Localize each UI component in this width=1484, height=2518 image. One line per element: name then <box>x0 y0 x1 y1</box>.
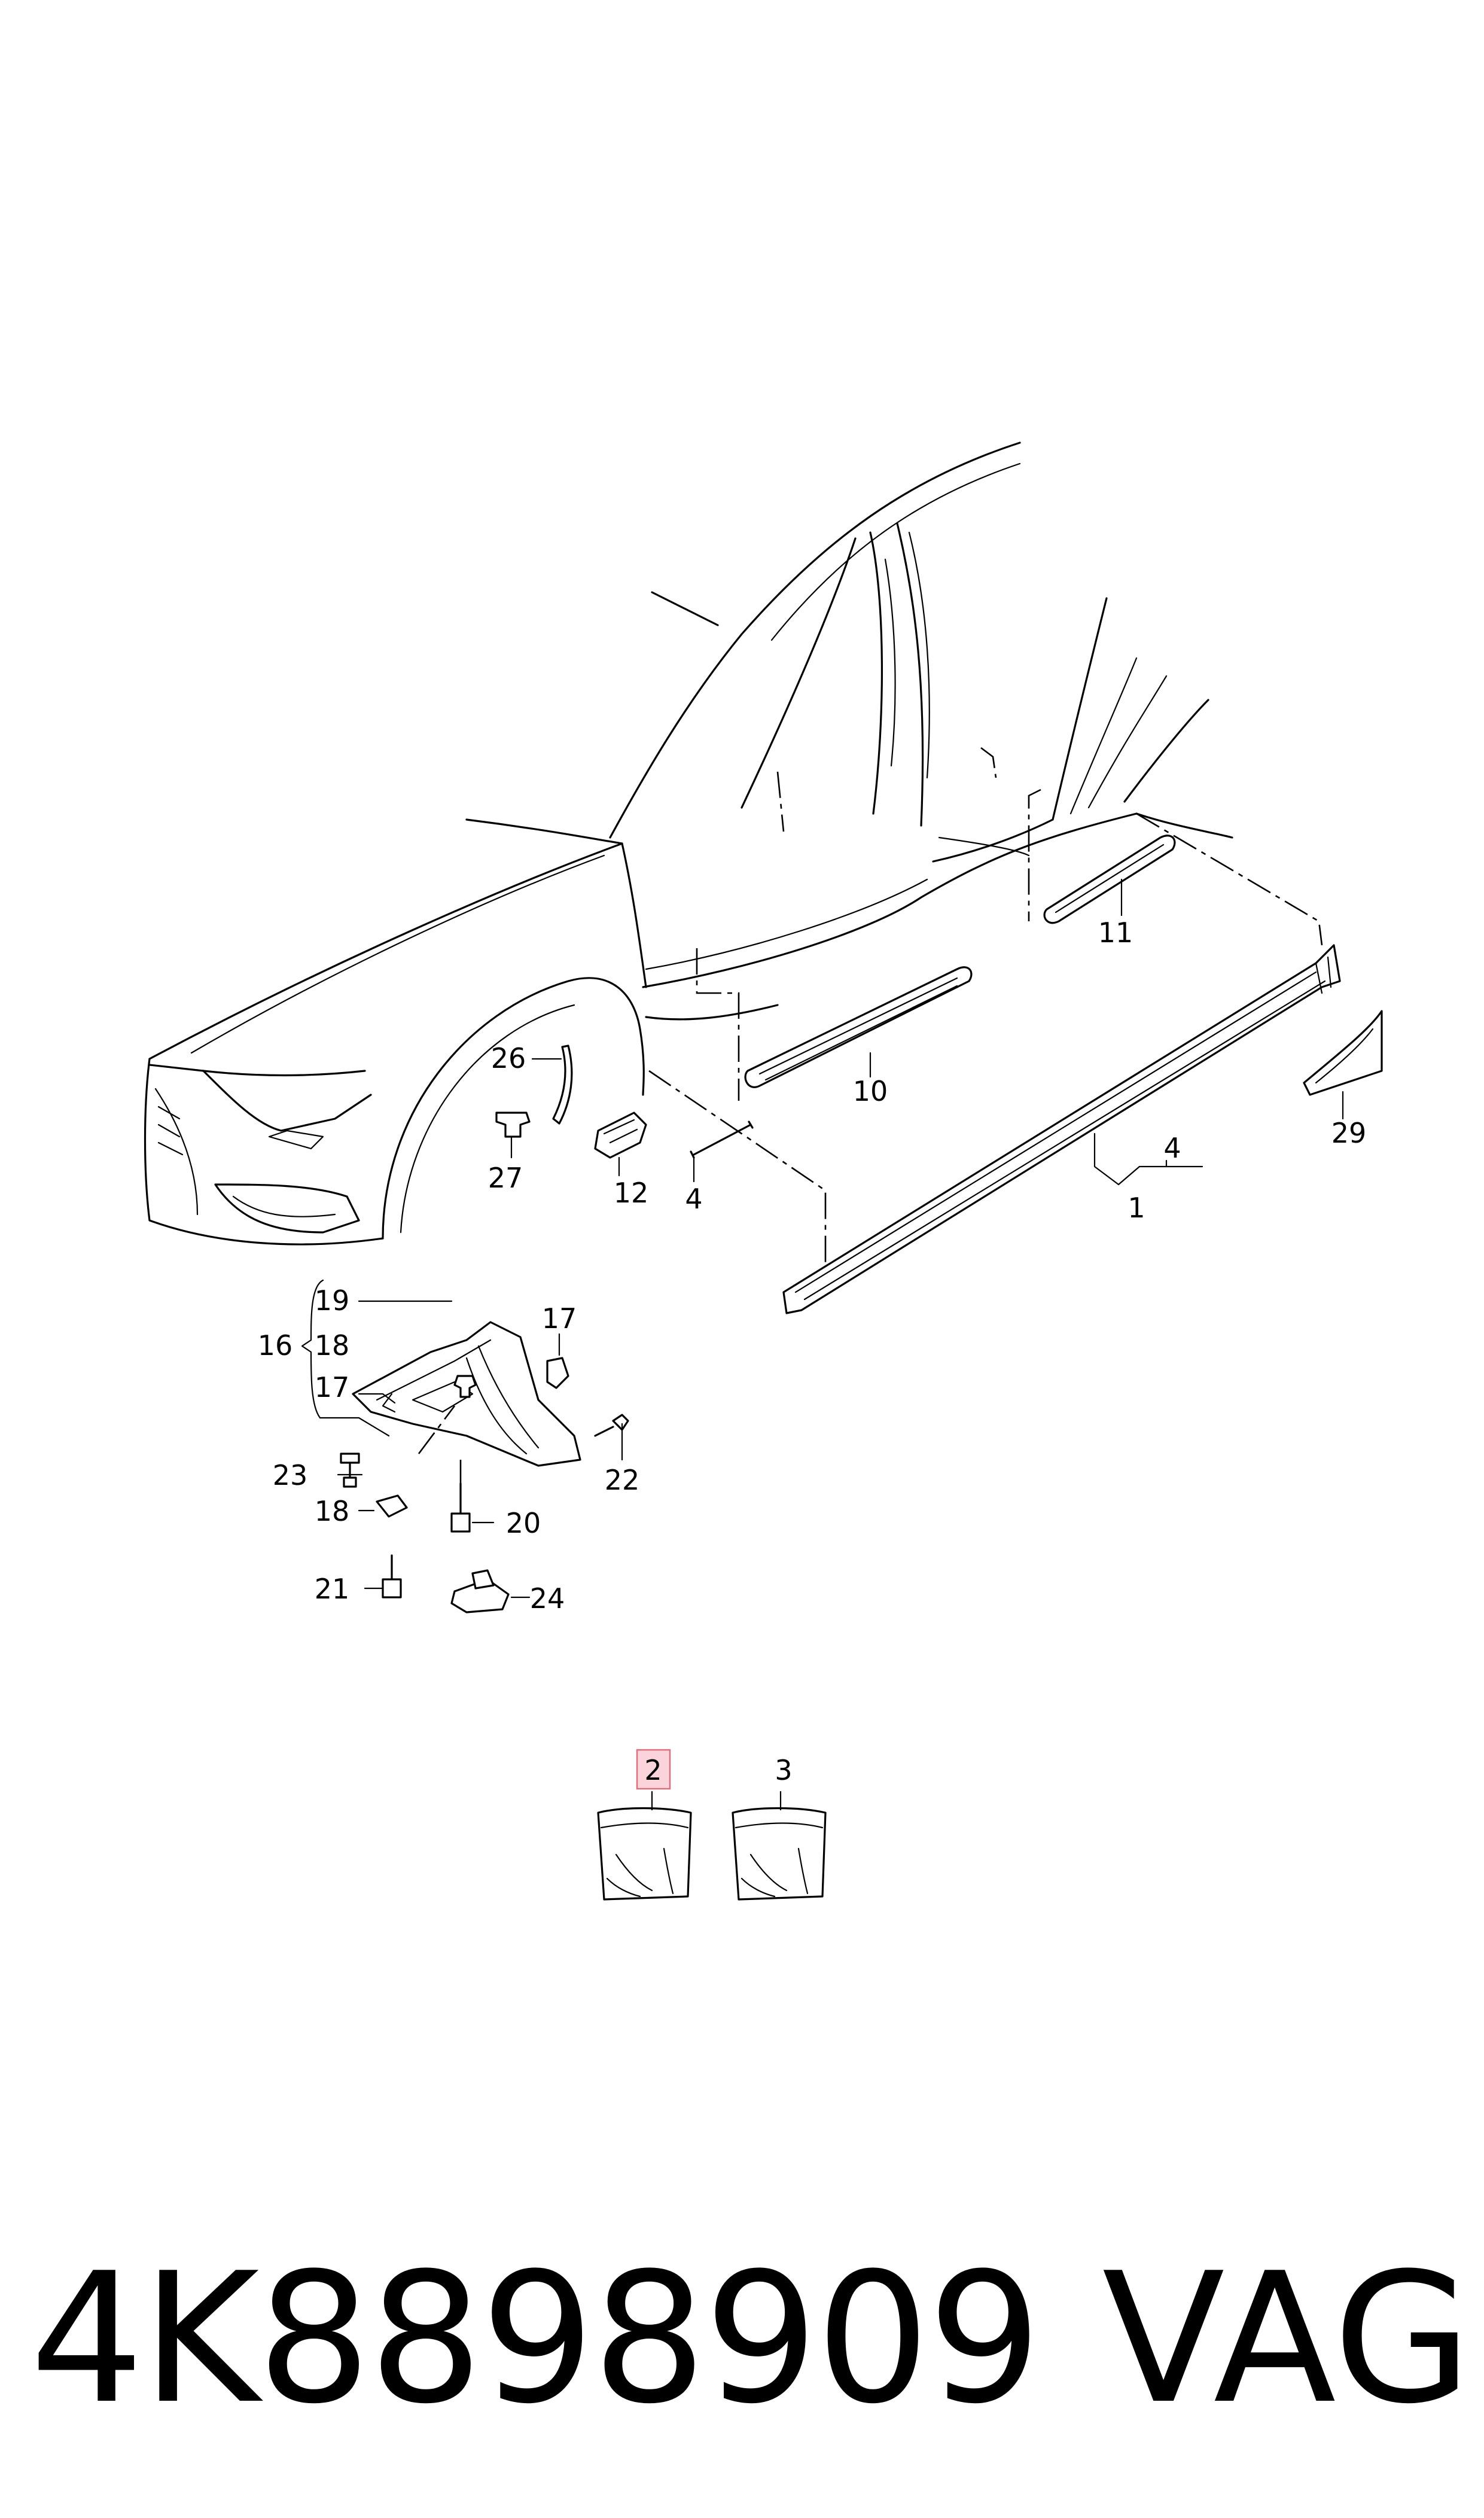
callout-21: 21 <box>315 1573 350 1605</box>
callout-4-rod: 4 <box>685 1183 702 1215</box>
callout-17: 17 <box>542 1302 577 1335</box>
arch-strip-26 <box>552 1045 573 1125</box>
brand-name: VAG <box>1102 2234 1472 2443</box>
callout-24: 24 <box>530 1582 565 1615</box>
leader-lines <box>301 878 1344 1811</box>
callout-2-highlight <box>636 1749 671 1790</box>
callout-labels: 1 4 10 11 29 26 27 12 4 16 19 18 17 17 2… <box>258 917 1367 1790</box>
callout-17-group: 17 <box>315 1371 350 1403</box>
callout-3: 3 <box>775 1754 792 1786</box>
callout-18: 18 <box>315 1495 350 1527</box>
callout-12: 12 <box>614 1177 649 1209</box>
rear-trim-29 <box>1303 1010 1383 1096</box>
callout-2: 2 <box>644 1754 662 1786</box>
callout-22: 22 <box>605 1464 640 1496</box>
rear-sill-trim-11 <box>1043 835 1176 924</box>
callout-11: 11 <box>1098 917 1133 949</box>
callout-18-group: 18 <box>315 1329 350 1362</box>
rod-4 <box>690 1121 754 1159</box>
bracket-12 <box>594 1112 647 1159</box>
callout-27: 27 <box>488 1162 523 1194</box>
callout-10: 10 <box>853 1075 888 1107</box>
part-number: 4K8898909 <box>30 2234 1042 2443</box>
callout-4-sill: 4 <box>1163 1132 1181 1164</box>
bag-3 <box>732 1807 827 1901</box>
car-body-outline <box>144 442 1233 1246</box>
reference-lines <box>648 747 1323 1274</box>
callout-26: 26 <box>491 1042 526 1074</box>
callout-29: 29 <box>1331 1117 1367 1149</box>
callout-19: 19 <box>315 1284 350 1317</box>
clip-27 <box>495 1112 531 1138</box>
callout-1: 1 <box>1128 1192 1145 1224</box>
front-sill-trim-10 <box>744 966 973 1088</box>
fasteners <box>340 1357 629 1613</box>
callout-20: 20 <box>506 1507 541 1539</box>
side-sill-panel-1 <box>782 944 1341 1314</box>
footer: 4K8898909 VAG <box>0 2213 1484 2465</box>
callout-16: 16 <box>258 1329 293 1362</box>
callout-23: 23 <box>273 1459 308 1491</box>
bag-2 <box>597 1807 692 1901</box>
